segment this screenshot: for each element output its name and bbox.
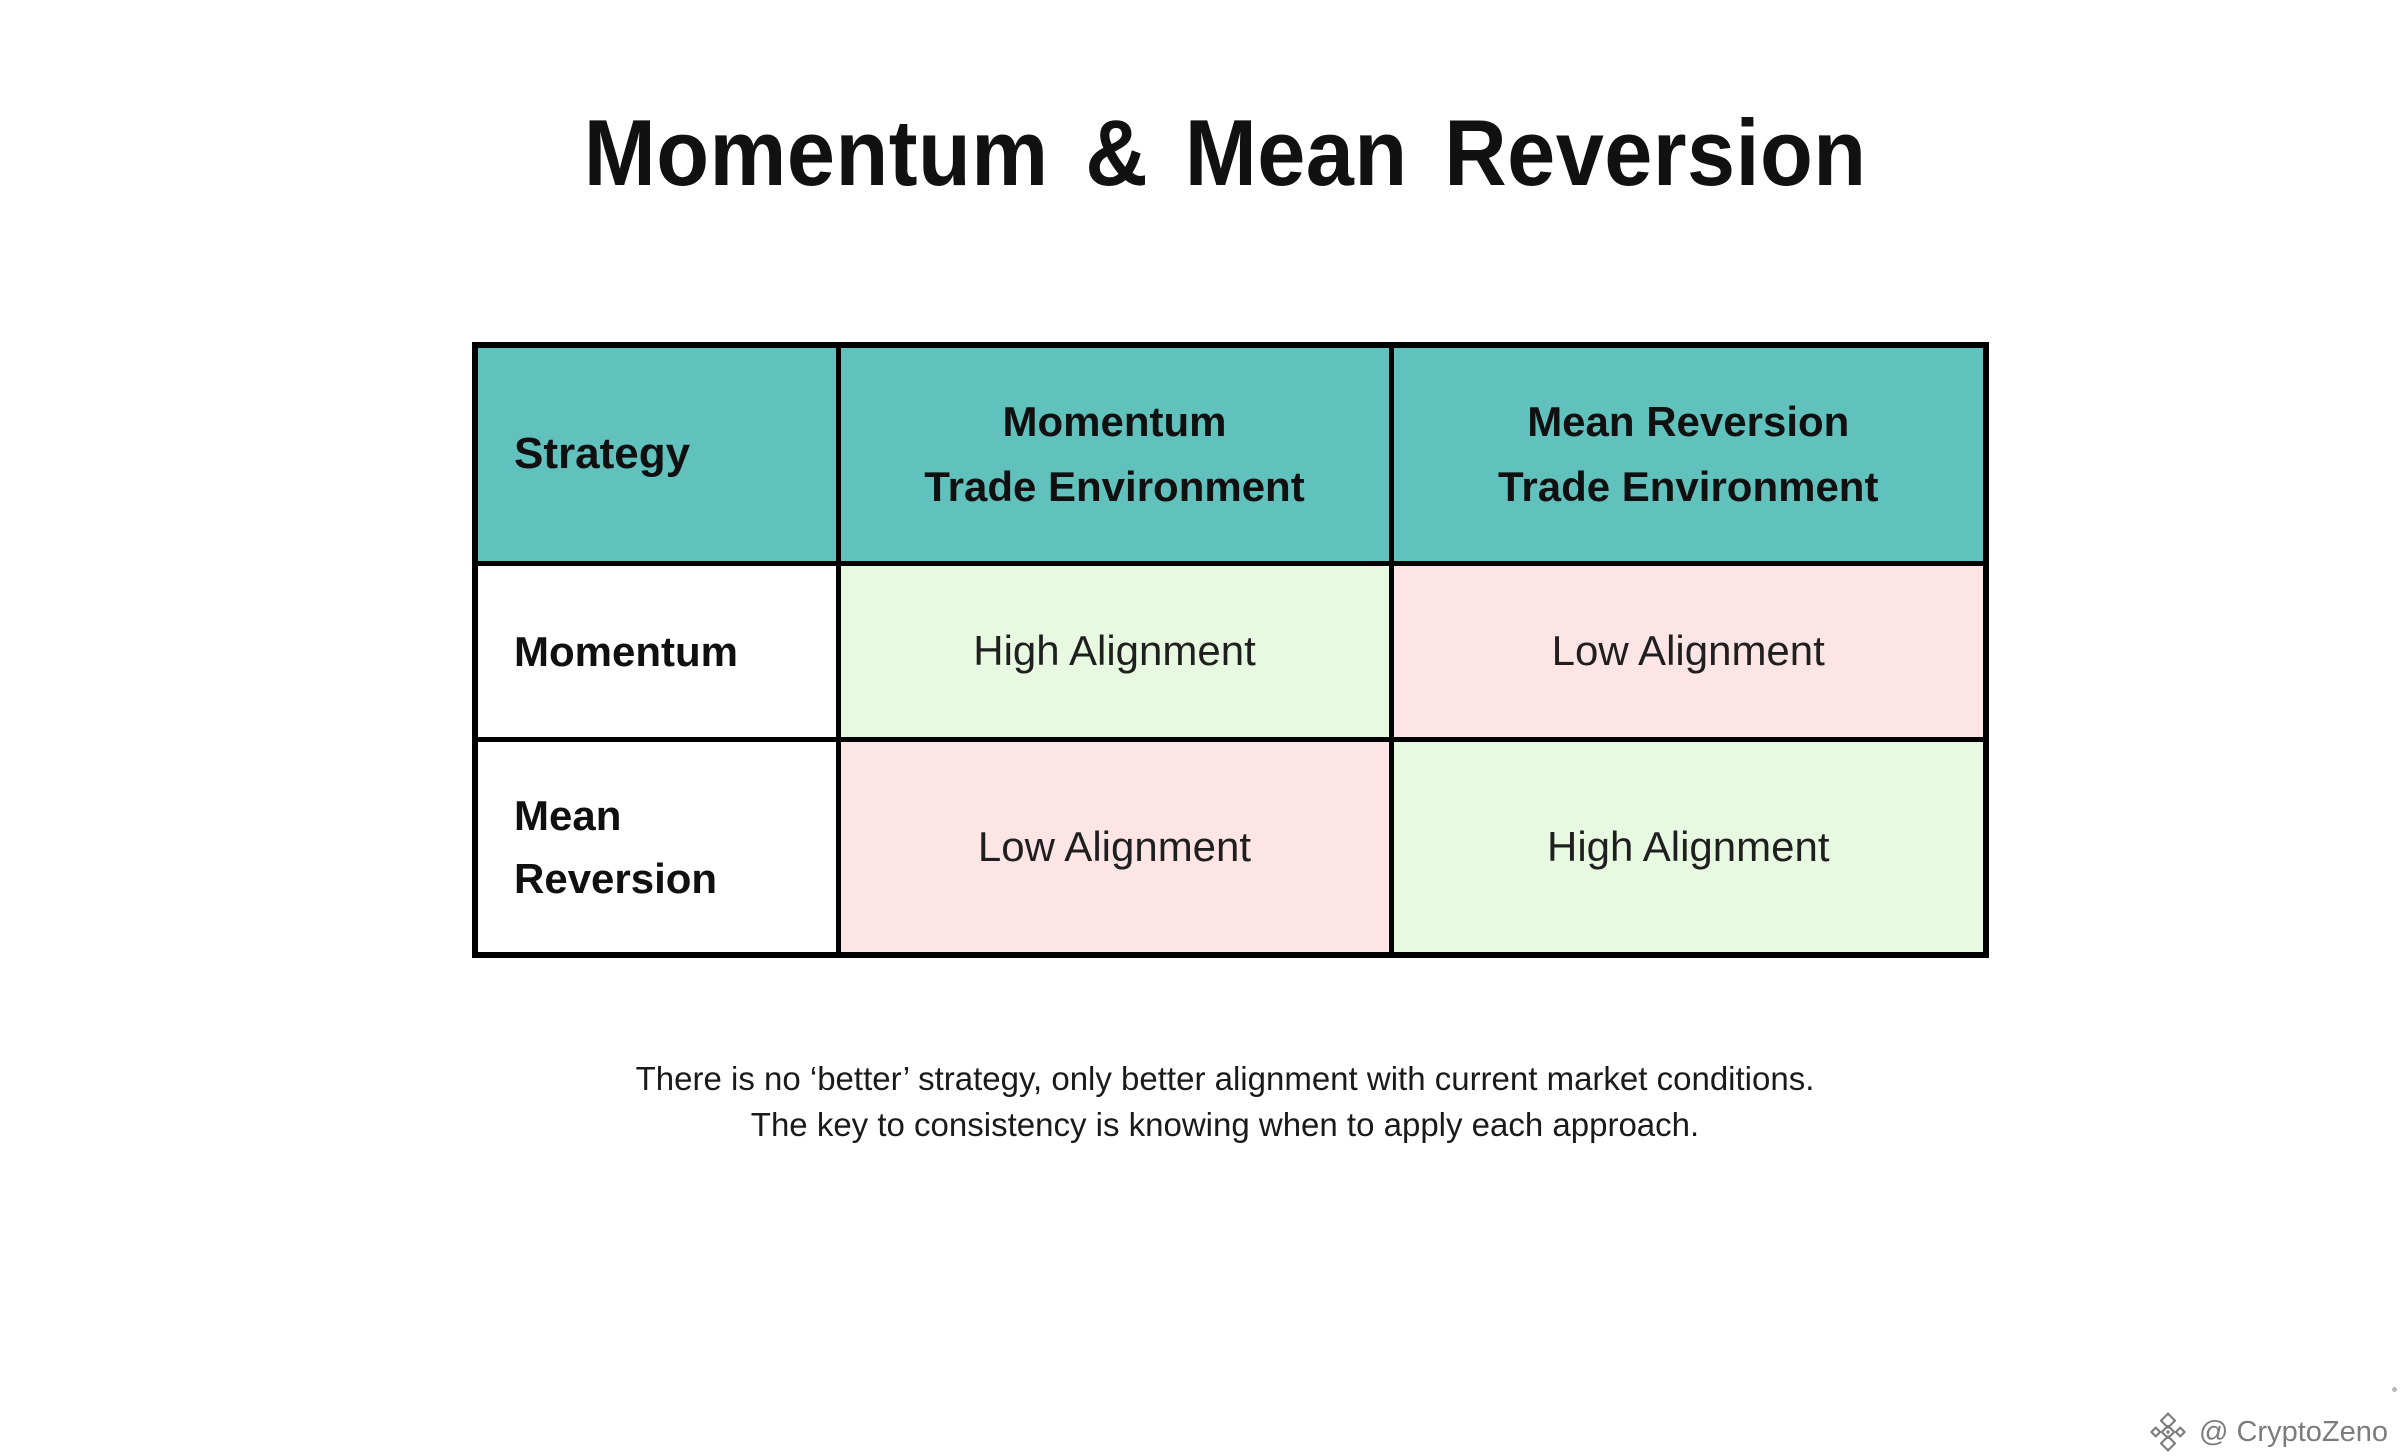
header-cell-momentum-environment: Momentum Trade Environment [835,342,1394,566]
cell-momentum-in-momentum-env: High Alignment [835,560,1394,742]
watermark-handle: @ CryptoZeno [2198,1415,2388,1448]
table-row-mean-reversion: Mean Reversion Low Alignment High Alignm… [472,736,1989,958]
header-cell-mean-reversion-environment: Mean Reversion Trade Environment [1388,342,1989,566]
header-cell-strategy: Strategy [472,342,841,566]
cell-mean-reversion-in-momentum-env: Low Alignment [835,736,1394,958]
diamond-logo-icon [2147,1411,2189,1453]
watermark: @ CryptoZeno [2147,1411,2388,1453]
page-title: Momentum & Mean Reversion [0,106,2400,200]
footer-note-line-2: The key to consistency is knowing when t… [750,1105,1700,1143]
stray-dot [2392,1387,2397,1392]
cell-mean-reversion-in-mean-reversion-env: High Alignment [1388,736,1989,958]
header-row: Strategy Momentum Trade Environment Mean… [472,342,1989,566]
alignment-matrix-table: Strategy Momentum Trade Environment Mean… [472,342,1989,958]
infographic-canvas: Momentum & Mean Reversion Strategy Momen… [0,106,2400,1456]
footer-note-line-1: There is no ‘better’ strategy, only bett… [635,1060,1815,1097]
row-label-momentum: Momentum [472,560,841,742]
table-row-momentum: Momentum High Alignment Low Alignment [472,560,1989,742]
page-title-text: Momentum & Mean Reversion [583,100,1867,205]
row-label-mean-reversion: Mean Reversion [472,736,841,958]
footer-note: There is no ‘better’ strategy, only bett… [0,1056,2400,1147]
cell-momentum-in-mean-reversion-env: Low Alignment [1388,560,1989,742]
